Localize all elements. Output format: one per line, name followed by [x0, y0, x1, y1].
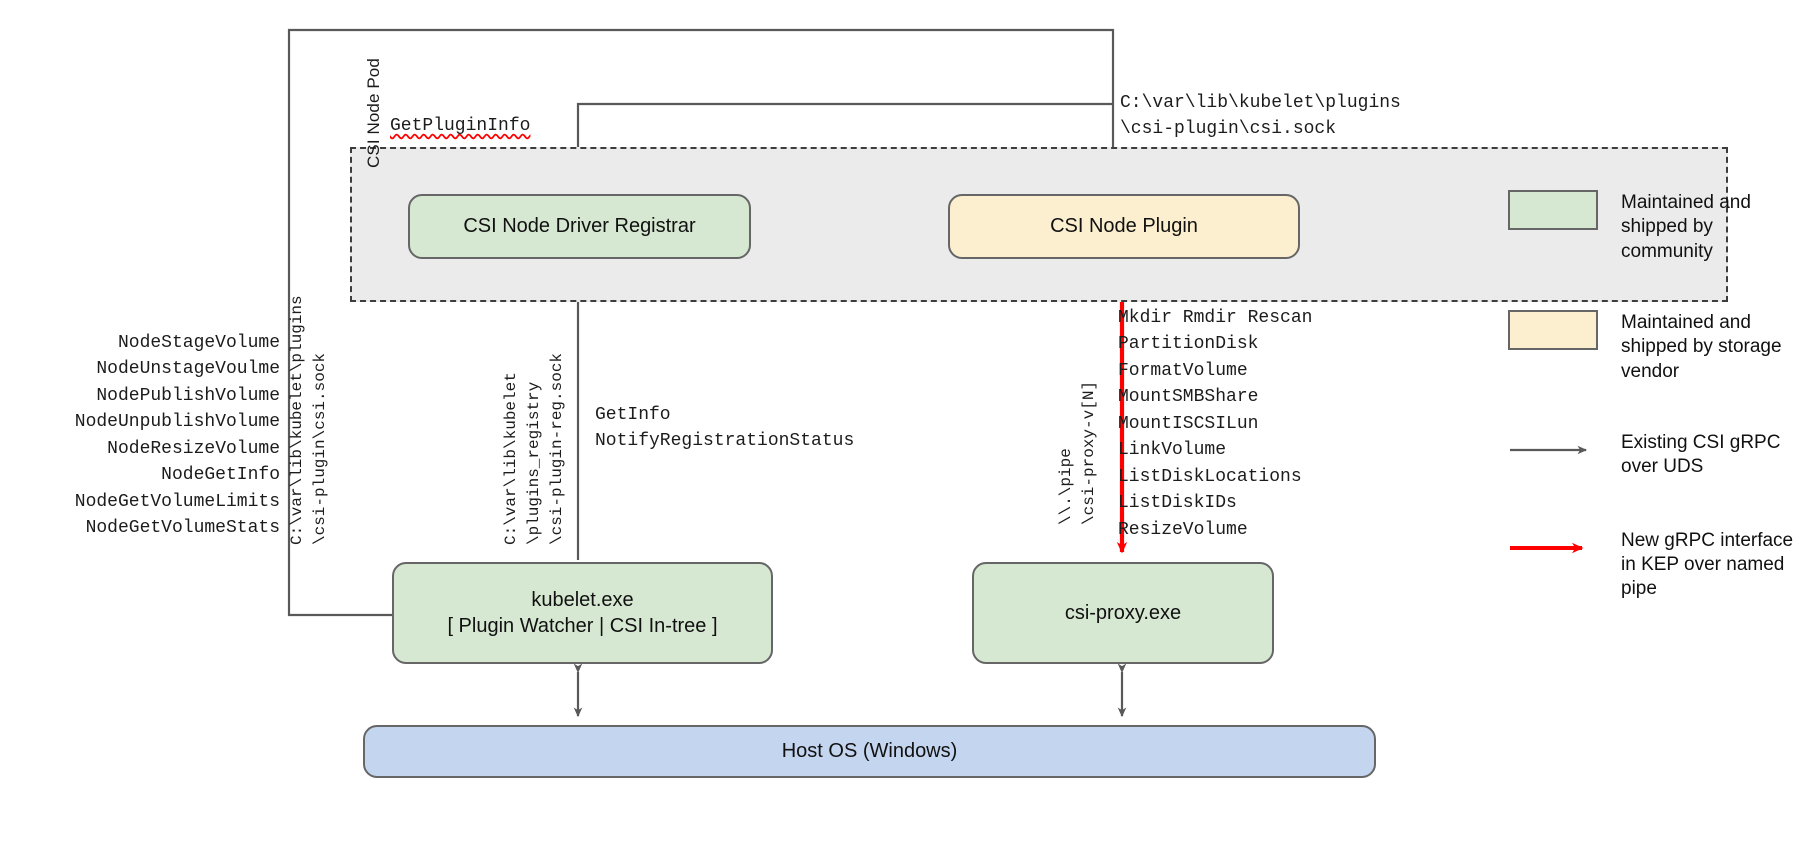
legend: Maintained and shipped by community Main… — [1508, 190, 1808, 647]
label-csi-proxy-api-list: Mkdir Rmdir Rescan PartitionDisk FormatV… — [1118, 308, 1313, 540]
node-csi-proxy-exe[interactable]: csi-proxy.exe — [972, 562, 1274, 664]
label-kubelet-registry-socket-path: C:\var\lib\kubelet \plugins_registry \cs… — [502, 352, 567, 545]
node-host-os-label: Host OS (Windows) — [781, 740, 958, 763]
legend-arrow-grey-icon — [1508, 430, 1598, 470]
label-node-service-api-list: NodeStageVolume NodeUnstageVoulme NodePu… — [74, 333, 280, 539]
node-kubelet-exe[interactable]: kubelet.exe [ Plugin Watcher | CSI In-tr… — [392, 562, 773, 664]
node-host-os[interactable]: Host OS (Windows) — [363, 725, 1376, 778]
node-csi-node-driver-registrar[interactable]: CSI Node Driver Registrar — [408, 194, 751, 259]
legend-item-community: Maintained and shipped by community — [1508, 190, 1808, 264]
legend-swatch-green-icon — [1508, 190, 1598, 230]
node-csi-node-driver-registrar-label: CSI Node Driver Registrar — [463, 215, 696, 238]
node-csi-node-plugin-label: CSI Node Plugin — [1050, 215, 1198, 238]
node-csi-proxy-exe-label: csi-proxy.exe — [1064, 601, 1182, 624]
legend-arrow-red-icon — [1508, 528, 1598, 568]
label-named-pipe-path: \\.\pipe \csi-proxy-v[N] — [1057, 380, 1099, 525]
legend-label-community: Maintained and shipped by community — [1621, 192, 1751, 262]
legend-swatch-amber-icon — [1508, 309, 1598, 350]
legend-label-storage-vendor: Maintained and shipped by storage vendor — [1621, 311, 1782, 382]
legend-item-existing-grpc: Existing CSI gRPC over UDS — [1508, 430, 1808, 480]
legend-label-new-grpc: New gRPC interface in KEP over named pip… — [1621, 529, 1794, 600]
label-get-plugin-info: GetPluginInfo — [390, 116, 531, 136]
legend-label-existing-grpc: Existing CSI gRPC over UDS — [1621, 431, 1781, 478]
label-registrar-rpcs: GetInfo NotifyRegistrationStatus — [595, 405, 855, 452]
node-kubelet-exe-label: kubelet.exe — [531, 588, 634, 611]
csi-node-pod-label: CSI Node Pod — [364, 58, 383, 168]
label-kubelet-csi-socket-path: C:\var\lib\kubelet\plugins \csi-plugin\c… — [288, 295, 330, 545]
node-kubelet-exe-sublabel: [ Plugin Watcher | CSI In-tree ] — [447, 615, 718, 637]
legend-item-storage-vendor: Maintained and shipped by storage vendor — [1508, 309, 1808, 384]
node-csi-node-plugin[interactable]: CSI Node Plugin — [948, 194, 1300, 259]
legend-item-new-grpc: New gRPC interface in KEP over named pip… — [1508, 528, 1808, 602]
label-plugin-socket-path: C:\var\lib\kubelet\plugins \csi-plugin\c… — [1120, 93, 1401, 140]
